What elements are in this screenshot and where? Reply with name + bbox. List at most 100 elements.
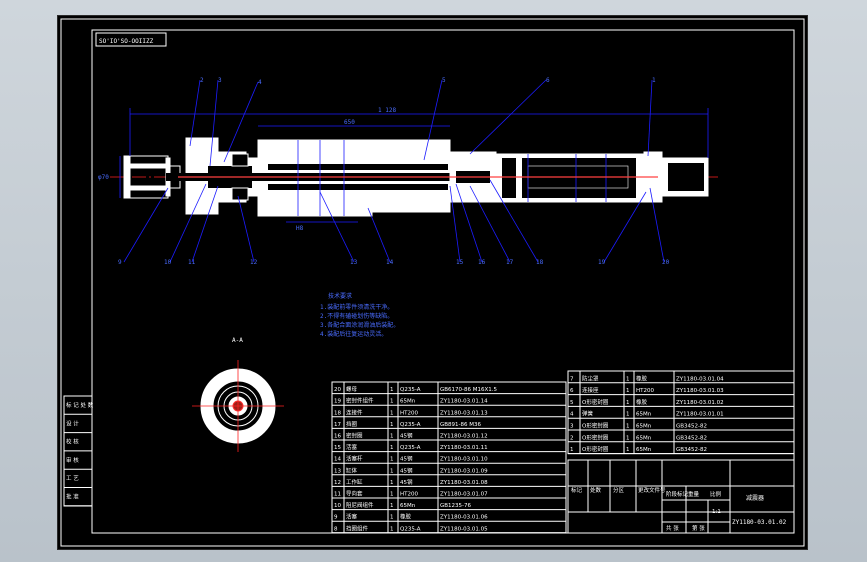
leader-line <box>123 187 169 263</box>
leader-number: 6 <box>546 77 550 84</box>
bom-left-cell: ZY1180-03.01.05 <box>440 526 488 532</box>
leader-line <box>237 195 255 263</box>
bom-right-cell: 1 <box>626 447 630 453</box>
scale-value: 1:1 <box>712 509 721 515</box>
bom-left-cell: 45钢 <box>400 455 413 463</box>
title-label: 分区 <box>613 486 625 494</box>
tech-notes-heading: 技术要求 <box>328 292 352 300</box>
left-eye-lower <box>129 185 167 191</box>
bom-right-cell: ZY1180-03.01.04 <box>676 376 724 382</box>
bom-left-cell: ZY1180-03.01.14 <box>440 399 488 405</box>
bom-right-cell: O形密封圈 <box>582 398 609 406</box>
bom-left-cell: 1 <box>390 468 394 474</box>
tech-notes: 技术要求 1.装配前零件须清洗干净。 2.不得有磕碰划伤等缺陷。 3.各配合面涂… <box>320 292 399 338</box>
dimension-text-stroke: 650 <box>344 119 355 126</box>
bom-left-cell: 阻尼阀组件 <box>346 501 374 509</box>
bom-left-cell: 45钢 <box>400 432 413 440</box>
tech-note-line: 3.各配合面涂润滑油后装配。 <box>320 321 399 329</box>
leader-line <box>489 179 539 263</box>
left-strip-label: 工 艺 <box>66 475 79 482</box>
leader-number: 19 <box>598 259 606 266</box>
bom-right-cell: O形密封圈 <box>582 433 609 441</box>
bom-left-cell: 1 <box>390 434 394 440</box>
drawing-viewport[interactable]: SO'IO'SO-OOIIZZ <box>57 15 808 550</box>
bom-left-cell: 1 <box>390 457 394 463</box>
leaders-bottom: 9 10 11 12 13 14 15 16 17 18 19 20 <box>118 179 670 266</box>
bom-right-cell: 橡胶 <box>636 398 648 406</box>
bom-left-cell: GB1235-76 <box>440 503 472 509</box>
bom-left-cell: 导向套 <box>346 490 363 498</box>
bom-left-cell: 1 <box>390 515 394 521</box>
bom-right-cell: 弹簧 <box>582 410 594 418</box>
leader-line <box>603 191 647 263</box>
leader-number: 14 <box>386 259 394 266</box>
bom-left-cell: GB891-86 M36 <box>440 422 482 428</box>
leader-line <box>223 81 259 163</box>
chamber-a <box>502 158 516 198</box>
bom-right-cell: ZY1180-03.01.01 <box>676 412 724 418</box>
bom-right-cell: 6 <box>570 388 574 394</box>
leader-number: 11 <box>188 259 196 266</box>
bom-right-cell: 4 <box>570 412 574 418</box>
bom-left-cell: GB6170-86 M16X1.5 <box>440 387 498 393</box>
bom-left-cell: 挡圈 <box>346 420 358 428</box>
bom-left-cell: 14 <box>334 457 341 463</box>
leader-number: 15 <box>456 259 464 266</box>
bom-right-cell: GB3452-82 <box>676 435 707 441</box>
leader-line <box>469 185 511 263</box>
bom-right-cell: HT200 <box>636 388 654 394</box>
piston-rod-bore-upper <box>268 164 448 170</box>
title-label: 共 张 <box>666 524 679 532</box>
leader-number: 1 <box>652 77 656 84</box>
code-box <box>95 32 167 47</box>
leader-number: 10 <box>164 259 172 266</box>
bom-right-cell: 2 <box>570 435 574 441</box>
left-title-strip: 标 记 处 数设 计校 核审 核工 艺批 准 <box>63 395 94 507</box>
bom-left-cell: 密封件组件 <box>346 397 374 405</box>
bom-left-cell: 65Mn <box>400 503 416 509</box>
dimension-text-diameter: φ70 <box>98 174 109 181</box>
leader-line <box>209 79 219 167</box>
bom-left-cell: ZY1180-03.01.07 <box>440 492 488 498</box>
bom-right-cell: 1 <box>626 424 630 430</box>
drawing-number: ZY1180-03.01.02 <box>732 519 787 526</box>
bom-left-cell: 螺母 <box>346 385 358 393</box>
bom-left-cell: 1 <box>390 526 394 532</box>
bom-left-cell: 1 <box>390 480 394 486</box>
bom-left-cell: 1 <box>390 387 394 393</box>
bom-right-cell: 1 <box>626 435 630 441</box>
bom-left-cell: 活塞杆 <box>346 455 363 463</box>
bom-left-cell: 工作缸 <box>346 478 363 486</box>
bom-right-cell: 防尘罩 <box>582 374 599 382</box>
bom-left-cell: ZY1180-03.01.06 <box>440 515 488 521</box>
leader-number: 18 <box>536 259 544 266</box>
left-strip-label: 审 核 <box>66 456 79 464</box>
tech-note-line: 2.不得有磕碰划伤等缺陷。 <box>320 312 393 320</box>
bom-left-cell: 连接件 <box>346 408 363 416</box>
leader-line <box>169 183 207 263</box>
bom-left-cell: ZY1180-03.01.09 <box>440 468 488 474</box>
left-strip-label: 批 准 <box>66 493 79 501</box>
left-end-cap <box>123 155 131 199</box>
bom-left-cell: 15 <box>334 445 341 451</box>
leader-line <box>423 79 443 161</box>
bom-left-cell: 1 <box>390 410 394 416</box>
bom-left-cell: 19 <box>334 399 341 405</box>
tech-note-line: 1.装配前零件须清洗干净。 <box>320 303 393 311</box>
tech-note-line: 4.装配后往复运动灵活。 <box>320 330 387 338</box>
bom-left-cell: 缸体 <box>346 466 358 474</box>
bom-left-cell: Q235-A <box>400 422 421 428</box>
title-label: 更改文件号 <box>638 486 666 494</box>
dimensions: 1 128 650 H8 φ70 <box>98 107 709 232</box>
outer-tube-upper <box>257 139 451 161</box>
bom-left-cell: 1 <box>390 503 394 509</box>
bom-right-cell: ZY1180-03.01.02 <box>676 400 724 406</box>
dimension-text-overall: 1 128 <box>378 107 396 114</box>
shock-absorber-assembly <box>123 137 709 217</box>
bom-left-cell: 12 <box>334 480 341 486</box>
bom-right-cell: GB3452-82 <box>676 447 707 453</box>
cylinder-lower-sleeve <box>371 193 451 213</box>
bom-left-cell: 11 <box>334 492 341 498</box>
bom-right-cell: 7 <box>570 376 574 382</box>
